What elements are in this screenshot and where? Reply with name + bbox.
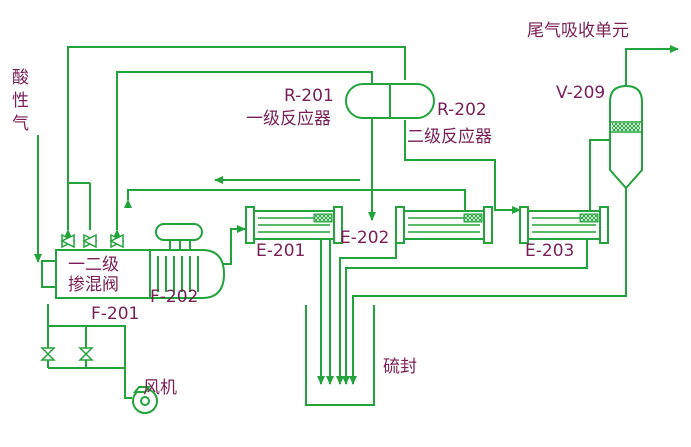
blower-air-line (47, 304, 132, 399)
f201-label: F-201 (91, 304, 139, 324)
absorber-v209 (609, 84, 643, 190)
tail-gas-line (625, 45, 679, 88)
e203-label: E-203 (525, 241, 574, 261)
f202-top-cylinder (155, 223, 203, 241)
r202-name: 二级反应器 (407, 127, 492, 147)
condenser-e202 (395, 206, 493, 244)
acid-gas-label-2: 性 (12, 91, 29, 111)
blower-label: 风机 (143, 378, 177, 398)
v209-label: V-209 (556, 83, 605, 103)
valve-icon (40, 233, 125, 361)
r201-outlet-loop (64, 46, 406, 238)
r202-outlet-line (404, 120, 521, 214)
e202-label: E-202 (340, 228, 389, 248)
furnace-ribs (157, 256, 199, 292)
r201-inlet-loop (113, 71, 376, 238)
tail-gas-label: 尾气吸收单元 (527, 21, 629, 41)
sulfur-seal-tank (305, 305, 375, 406)
e202-sulfur-line (336, 243, 397, 385)
f202-label: F-202 (150, 287, 198, 307)
acid-gas-label-1: 酸 (12, 68, 29, 88)
mixer-label-2: 掺混阀 (68, 275, 119, 295)
sulfur-seal-label: 硫封 (383, 357, 417, 377)
condenser-e201 (245, 206, 343, 244)
mixer-inlet-box (41, 260, 57, 288)
v209-drain-line (349, 186, 627, 385)
e203-sulfur-line (342, 239, 588, 385)
labels: 酸 性 气 尾气吸收单元 R-201 一级反应器 R-202 二级反应器 V-2… (12, 21, 629, 398)
mixer-label-1: 一二级 (68, 255, 119, 275)
mixing-valve (41, 223, 226, 299)
r201-code: R-201 (284, 86, 334, 106)
r202-code: R-202 (437, 100, 487, 120)
f202-to-e201 (220, 225, 246, 265)
reactor (345, 83, 435, 119)
r201-name: 一级反应器 (246, 109, 331, 129)
e201-label: E-201 (256, 241, 305, 261)
r202-return-loop (124, 189, 466, 210)
condenser-e203 (519, 206, 609, 244)
acid-gas-label-3: 气 (12, 114, 29, 134)
fan-icon (132, 386, 158, 414)
e203-to-v209 (589, 139, 614, 213)
process-lines (34, 45, 679, 406)
